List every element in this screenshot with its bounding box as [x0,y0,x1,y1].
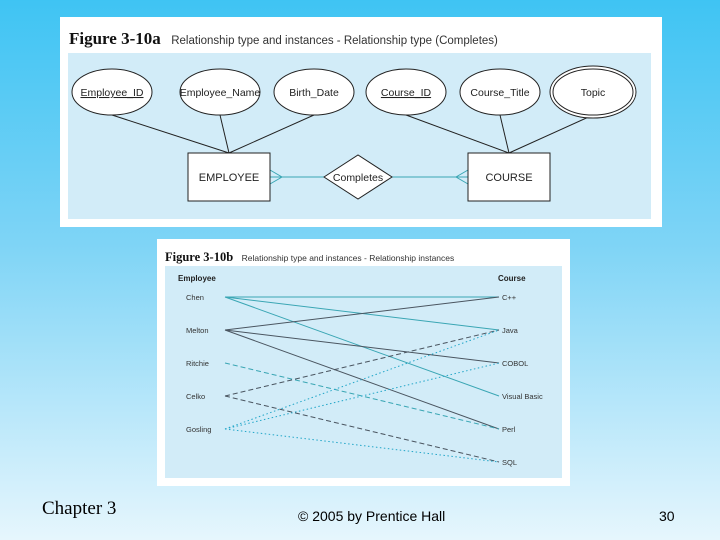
copyright-notice: © 2005 by Prentice Hall [298,508,446,524]
attribute-label-course-title: Course_Title [470,87,529,99]
attribute-label-course-id: Course_ID [381,87,432,99]
figure-b-number: Figure 3-10b [165,250,234,264]
er-diagram: Completes Employee_ID Employee_Name Birth_D… [71,65,637,202]
attribute-label-topic: Topic [581,87,606,99]
figure-3-10b-panel: Figure 3-10b Relationship type and insta… [157,239,570,486]
course-instance-sql: SQL [502,458,517,467]
instance-link-celko-java [224,329,500,397]
figure-b-caption: Figure 3-10b Relationship type and insta… [165,248,454,266]
attribute-ellipse-employee-name [179,68,261,116]
figure-a-caption: Figure 3-10a Relationship type and insta… [69,29,498,49]
employee-instance-celko: Celko [186,392,205,401]
instance-link-melton-c [224,296,500,331]
attribute-connector-topic [508,114,594,154]
attribute-connector-course-id [405,114,510,154]
course-column-heading: Course [498,274,526,283]
instance-link-gosling-sql [224,428,500,463]
figure-a-title: Relationship type and instances - Relati… [171,35,498,47]
attribute-connector-birth-date [228,114,315,154]
instance-link-melton-cobol [224,329,500,364]
figure-b-title: Relationship type and instances - Relati… [241,253,455,263]
employee-instance-gosling: Gosling [186,425,211,434]
figure-a-number: Figure 3-10a [69,29,161,48]
er-diagram-area: Completes Employee_ID Employee_Name Birth_D… [68,53,651,219]
attribute-ellipse-course-title [459,68,541,116]
instance-link-gosling-cobol [224,362,500,430]
chapter-label: Chapter 3 [42,498,117,519]
attribute-ellipse-birth-date [273,68,355,116]
entity-label-employee: EMPLOYEE [199,172,260,184]
employee-column-heading: Employee [178,274,216,283]
course-instance-java: Java [502,326,519,335]
attribute-ellipse-employee-id [71,68,153,116]
instance-link-gosling-java [224,329,500,430]
instance-link-celko-sql [224,395,500,463]
attribute-ellipse-course-id [365,68,447,116]
entity-box-employee [187,152,271,202]
course-instance-perl: Perl [502,425,516,434]
attribute-connector-course-title [499,114,510,154]
attribute-label-employee-id: Employee_ID [80,87,143,99]
employee-instance-melton: Melton [186,326,209,335]
attribute-connector-employee-name [219,114,230,154]
attribute-connector-employee-id [111,114,230,154]
attribute-label-birth-date: Birth_Date [289,87,339,99]
entity-box-course [467,152,551,202]
figure-3-10a-panel: Figure 3-10a Relationship type and insta… [60,17,662,227]
course-instance-cobol: COBOL [502,359,528,368]
instance-diagram: Employee CourseChenMeltonRitchieCelkoGosl… [178,274,543,467]
employee-many-symbol [269,169,283,185]
entity-label-course: COURSE [485,172,532,184]
course-many-symbol [455,169,469,185]
employee-instance-chen: Chen [186,293,204,302]
course-instance-c: C++ [502,293,517,302]
relationship-label: Completes [333,172,383,184]
instance-link-melton-perl [224,329,500,430]
attribute-ellipse-topic [552,68,634,116]
course-instance-visual-basic: Visual Basic [502,392,543,401]
attribute-label-employee-name: Employee_Name [180,87,261,99]
employee-instance-ritchie: Ritchie [186,359,209,368]
page-number: 30 [659,508,675,524]
relationship-diamond [323,154,393,200]
